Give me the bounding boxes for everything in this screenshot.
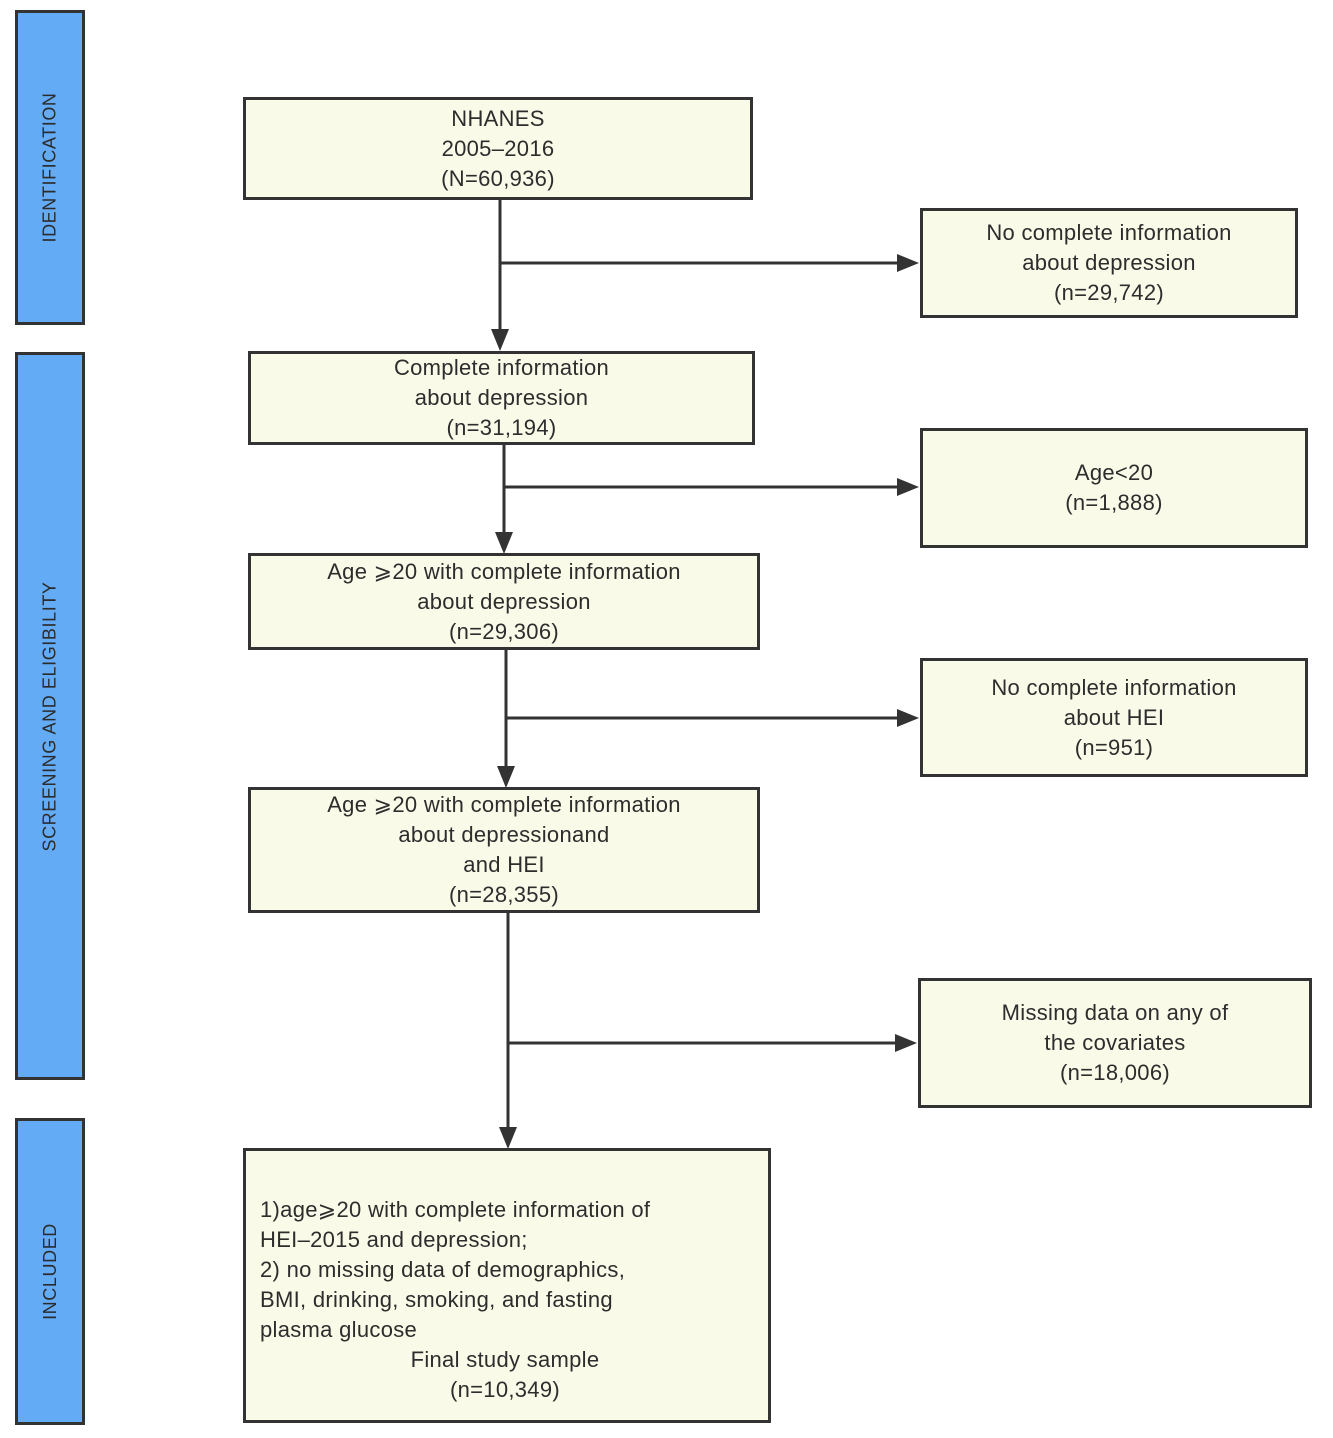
- exclusion-box-no-hei-info: No complete information about HEI (n=951…: [920, 658, 1308, 777]
- stage-included-label: INCLUDED: [39, 1223, 60, 1320]
- box-line: Missing data on any of: [1001, 1000, 1229, 1025]
- exclusion-box-no-depression-info: No complete information about depression…: [920, 208, 1298, 318]
- box-line: (n=10,349): [449, 1377, 561, 1402]
- box-line: (n=29,742): [1053, 280, 1165, 305]
- box-line: Age ⩾20 with complete information: [327, 792, 681, 817]
- box-line: Age ⩾20 with complete information: [327, 558, 681, 584]
- box-line: about depressionand: [398, 822, 610, 847]
- box-line: Age<20: [1074, 460, 1154, 485]
- flow-box-final-sample: 1)age⩾20 with complete information of HE…: [243, 1148, 771, 1423]
- box-line: BMI, drinking, smoking, and fasting: [260, 1287, 613, 1312]
- box-line: 1)age⩾20 with complete information of: [260, 1197, 651, 1222]
- box-line: NHANES: [451, 105, 545, 131]
- box-line: about depression: [417, 588, 591, 614]
- flow-box-nhanes: NHANES 2005–2016 (N=60,936): [243, 97, 753, 200]
- flow-box-complete-depression-info: Complete information about depression (n…: [248, 351, 755, 445]
- stage-included: INCLUDED: [15, 1118, 85, 1425]
- exclusion-box-age-under-20: Age<20 (n=1,888): [920, 428, 1308, 548]
- flow-box-age20-depression: Age ⩾20 with complete information about …: [248, 553, 760, 650]
- box-line: HEI–2015 and depression;: [260, 1227, 528, 1252]
- stage-screening-eligibility: SCREENING AND ELIGIBILITY: [15, 352, 85, 1080]
- box-line: 2005–2016: [441, 135, 555, 161]
- box-line: (n=1,888): [1065, 490, 1163, 515]
- box-line: No complete information: [986, 220, 1232, 245]
- box-line: about depression: [414, 385, 589, 410]
- box-line: (n=31,194): [446, 415, 557, 440]
- box-line: about HEI: [1063, 704, 1165, 730]
- box-line: the covariates: [1044, 1030, 1186, 1055]
- stage-identification: IDENTIFICATION: [15, 10, 85, 325]
- flow-box-age20-depression-hei: Age ⩾20 with complete information about …: [248, 787, 760, 913]
- exclusion-box-missing-covariates: Missing data on any of the covariates (n…: [918, 978, 1312, 1108]
- box-line: 2) no missing data of demographics,: [260, 1257, 626, 1282]
- box-line: (N=60,936): [441, 165, 555, 191]
- stage-identification-label: IDENTIFICATION: [39, 92, 60, 243]
- box-line: (n=951): [1074, 734, 1154, 760]
- box-line: and HEI: [463, 852, 545, 877]
- stage-screening-eligibility-label: SCREENING AND ELIGIBILITY: [39, 580, 60, 852]
- final-criteria: 1)age⩾20 with complete information of HE…: [260, 1195, 750, 1345]
- box-line: about depression: [1022, 250, 1196, 275]
- box-line: No complete information: [991, 674, 1237, 700]
- box-line: plasma glucose: [260, 1317, 418, 1342]
- box-line: (n=18,006): [1059, 1060, 1171, 1085]
- box-line: Complete information: [393, 355, 610, 380]
- final-sample-summary: Final study sample (n=10,349): [260, 1345, 750, 1405]
- box-line: Final study sample: [410, 1347, 600, 1372]
- box-line: (n=29,306): [448, 618, 560, 644]
- box-line: (n=28,355): [448, 882, 560, 907]
